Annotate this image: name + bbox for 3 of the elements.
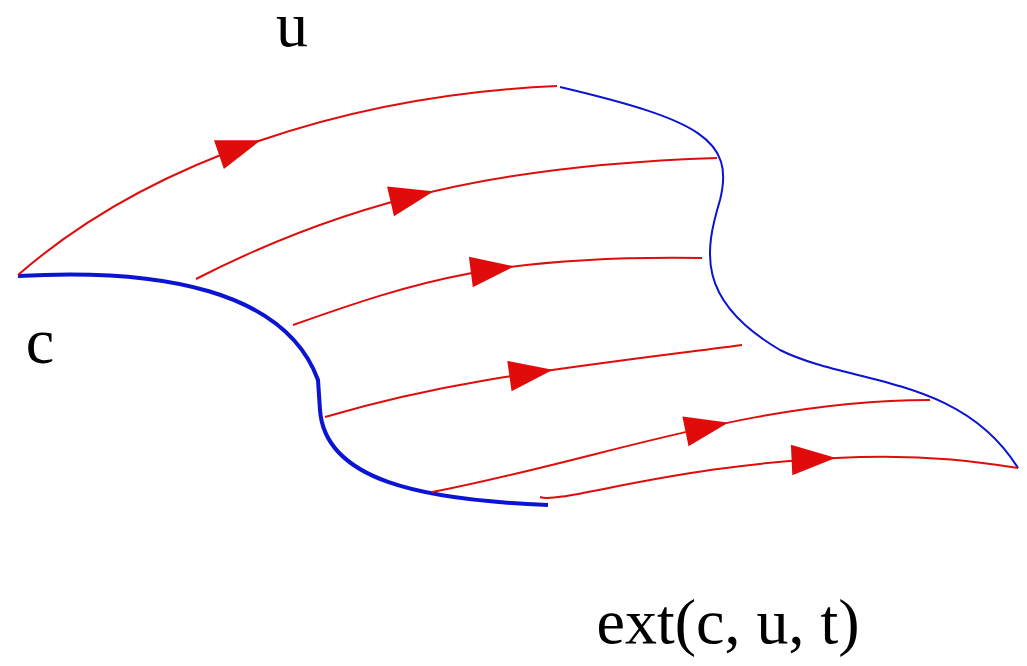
variable-label: u (276, 17, 307, 47)
curve-label: c (28, 332, 53, 364)
formula-label: ext(c, u, t) (599, 599, 857, 658)
